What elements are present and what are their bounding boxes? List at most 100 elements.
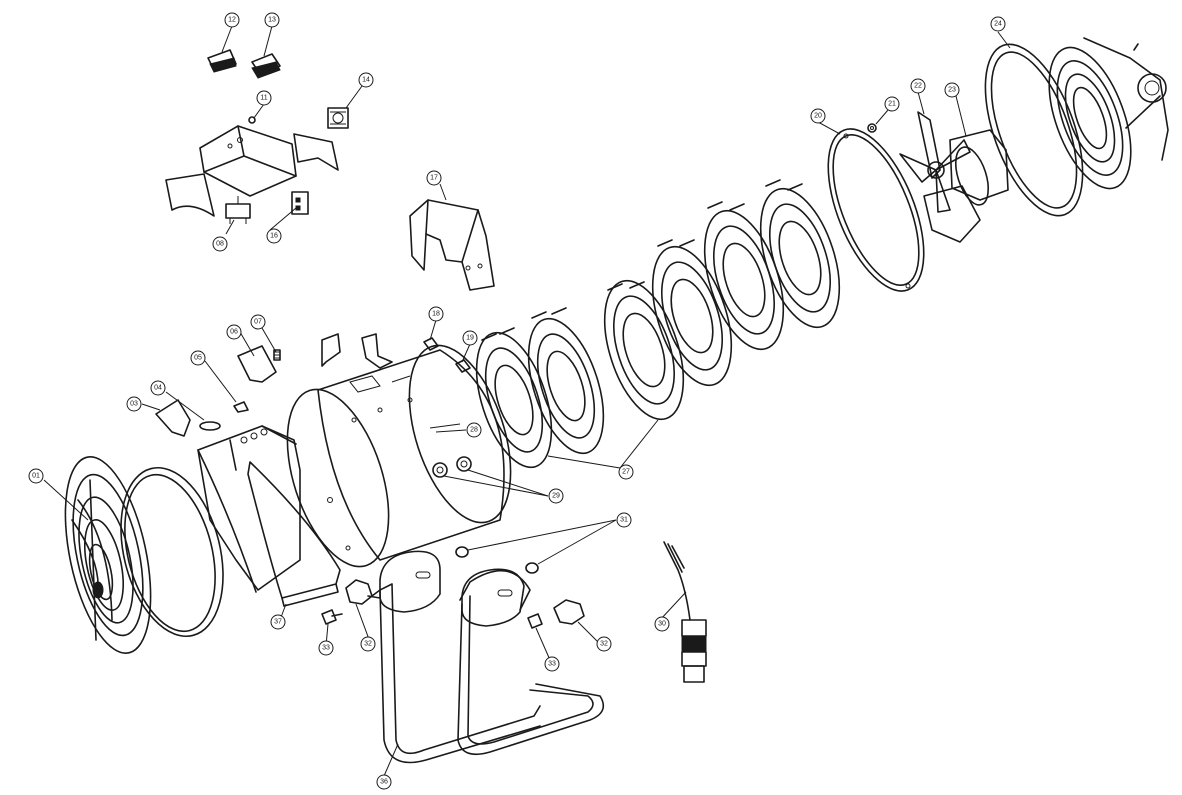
callout-01: 01 (28, 468, 44, 484)
callout-label: 28 (470, 427, 478, 434)
callout-14: 14 (358, 72, 374, 88)
callout-label: 36 (380, 779, 388, 786)
control-box (199, 125, 297, 197)
callout-label: 24 (994, 21, 1002, 28)
callout-label: 37 (274, 619, 282, 626)
thermostat-08 (225, 196, 251, 224)
callout-29: 29 (548, 488, 564, 504)
callout-27: 27 (618, 464, 634, 480)
switch-16 (291, 191, 309, 215)
bolt-33-right (527, 613, 543, 629)
callout-label: 12 (228, 17, 236, 24)
inner-shell (197, 425, 301, 593)
callout-label: 23 (948, 87, 956, 94)
callout-04: 04 (150, 380, 166, 396)
control-side-panel-left (165, 173, 215, 217)
callout-23: 23 (944, 82, 960, 98)
knob-32-right (553, 599, 585, 625)
callout-17: 17 (426, 170, 442, 186)
callout-08: 08 (212, 236, 228, 252)
rear-grille-24 (984, 43, 1132, 217)
control-side-panel-right (293, 133, 339, 171)
callout-label: 22 (914, 83, 922, 90)
stand-plate-right (461, 568, 525, 627)
callout-28: 28 (466, 422, 482, 438)
housing-tabs (321, 333, 393, 369)
part-06-bracket (237, 345, 277, 383)
connector-14 (327, 107, 349, 129)
callout-32-left: 32 (360, 636, 376, 652)
part-05-clip (233, 401, 249, 413)
fan-blade-22 (899, 111, 971, 213)
heating-element-2 (527, 307, 605, 455)
callout-07: 07 (250, 314, 266, 330)
part-07-spring (273, 349, 281, 361)
callout-19: 19 (462, 330, 478, 346)
callout-03: 03 (126, 396, 142, 412)
power-cord-30 (663, 541, 707, 683)
heating-element-5 (703, 201, 785, 351)
nut-21 (867, 123, 877, 133)
clip-18 (423, 337, 439, 351)
callout-36: 36 (376, 774, 392, 790)
knob-13 (251, 53, 281, 79)
front-ring (120, 466, 224, 638)
callout-label: 01 (32, 473, 40, 480)
front-grille (64, 456, 152, 654)
callout-label: 19 (466, 335, 474, 342)
leader-lines (43, 25, 1011, 777)
main-housing (286, 344, 512, 568)
heating-element-6 (759, 179, 841, 329)
callout-13: 13 (264, 12, 280, 28)
callout-37: 37 (270, 614, 286, 630)
callout-16: 16 (266, 228, 282, 244)
callout-22: 22 (910, 78, 926, 94)
motor-23 (923, 129, 1009, 243)
callout-label: 33 (548, 661, 556, 668)
callout-label: 03 (130, 401, 138, 408)
callout-20: 20 (810, 108, 826, 124)
callout-label: 05 (194, 355, 202, 362)
callout-05: 05 (190, 350, 206, 366)
bolt-33-left (321, 609, 343, 625)
callout-12: 12 (224, 12, 240, 28)
callout-31: 31 (616, 512, 632, 528)
callout-label: 32 (600, 641, 608, 648)
callout-label: 13 (268, 17, 276, 24)
callout-label: 30 (658, 621, 666, 628)
callout-label: 31 (620, 517, 628, 524)
callout-label: 11 (260, 95, 267, 102)
cable-glands (432, 456, 472, 478)
callout-label: 29 (552, 493, 560, 500)
callout-label: 33 (322, 645, 330, 652)
callout-24: 24 (990, 16, 1006, 32)
callout-label: 27 (622, 469, 630, 476)
screw-11 (248, 116, 256, 124)
base-bracket (247, 461, 341, 607)
callout-label: 14 (362, 77, 370, 84)
callout-label: 07 (254, 319, 262, 326)
callout-21: 21 (884, 96, 900, 112)
callout-18: 18 (428, 306, 444, 322)
rear-ring-20 (827, 128, 925, 292)
callout-label: 17 (430, 175, 438, 182)
callout-label: 20 (814, 113, 822, 120)
callout-label: 06 (230, 329, 238, 336)
callout-33-right: 33 (544, 656, 560, 672)
callout-label: 18 (432, 311, 440, 318)
clip-19 (455, 359, 471, 373)
heating-element-3 (603, 279, 685, 421)
stand-plate-left (379, 550, 441, 613)
heating-element-4 (651, 239, 733, 387)
rear-mount-bracket (1083, 37, 1169, 161)
stand-frame (371, 569, 605, 764)
callout-label: 16 (270, 233, 278, 240)
part-03-cover (155, 399, 191, 437)
callout-11: 11 (256, 90, 272, 106)
callout-32-right: 32 (596, 636, 612, 652)
grommets-31 (455, 546, 539, 574)
callout-33-left: 33 (318, 640, 334, 656)
heating-element-1 (475, 327, 553, 469)
knob-32-left (345, 579, 381, 605)
